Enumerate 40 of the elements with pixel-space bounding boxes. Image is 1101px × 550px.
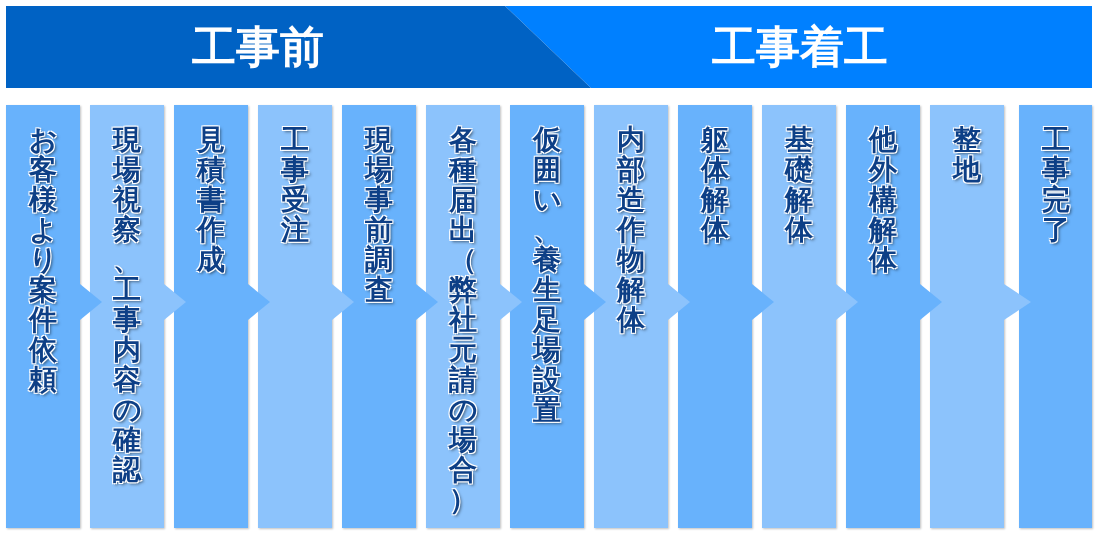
step-column (930, 105, 1004, 528)
step-column (6, 105, 80, 528)
chevron-arrow (332, 284, 354, 320)
chevron-arrow (836, 284, 858, 320)
chevron-arrow (500, 284, 522, 320)
chevron-arrow (584, 284, 606, 320)
step-text: 整地 (952, 125, 982, 185)
chevron-arrow (668, 284, 690, 320)
step-text: 基礎解体 (784, 125, 814, 245)
chevron-arrow (1004, 284, 1031, 320)
step-text: 仮囲い、養生足場設置 (532, 125, 562, 425)
step-column (90, 105, 164, 528)
chevron-arrow (752, 284, 774, 320)
step-column (342, 105, 416, 528)
chevron-arrow (164, 284, 186, 320)
step-text: 躯体解体 (700, 125, 730, 245)
chevron-arrow (920, 284, 942, 320)
heading-text: 工事着工 (712, 20, 888, 74)
step-column (594, 105, 668, 528)
step-column (846, 105, 920, 528)
step-column (678, 105, 752, 528)
step-text: 内部造作物解体 (616, 125, 646, 335)
step-column (258, 105, 332, 528)
step-text: 見積書作成 (196, 125, 226, 275)
chevron-arrow (248, 284, 270, 320)
step-column (174, 105, 248, 528)
step-text: 工事完了 (1040, 125, 1071, 245)
chevron-arrow (80, 284, 102, 320)
step-text: 工事受注 (280, 125, 310, 245)
step-column (762, 105, 836, 528)
step-text: 各種届出（弊社元請の場合） (448, 125, 478, 515)
step-column (426, 105, 500, 528)
chevron-arrow (416, 284, 438, 320)
step-text: 現場事前調査 (364, 125, 394, 305)
step-text: お客様より案件依頼 (28, 125, 58, 395)
heading-text: 工事前 (192, 20, 324, 74)
step-column (510, 105, 584, 528)
step-text: 他外構解体 (868, 125, 898, 275)
step-column (1019, 105, 1092, 528)
step-text: 現場視察、工事内容の確認 (112, 125, 142, 485)
